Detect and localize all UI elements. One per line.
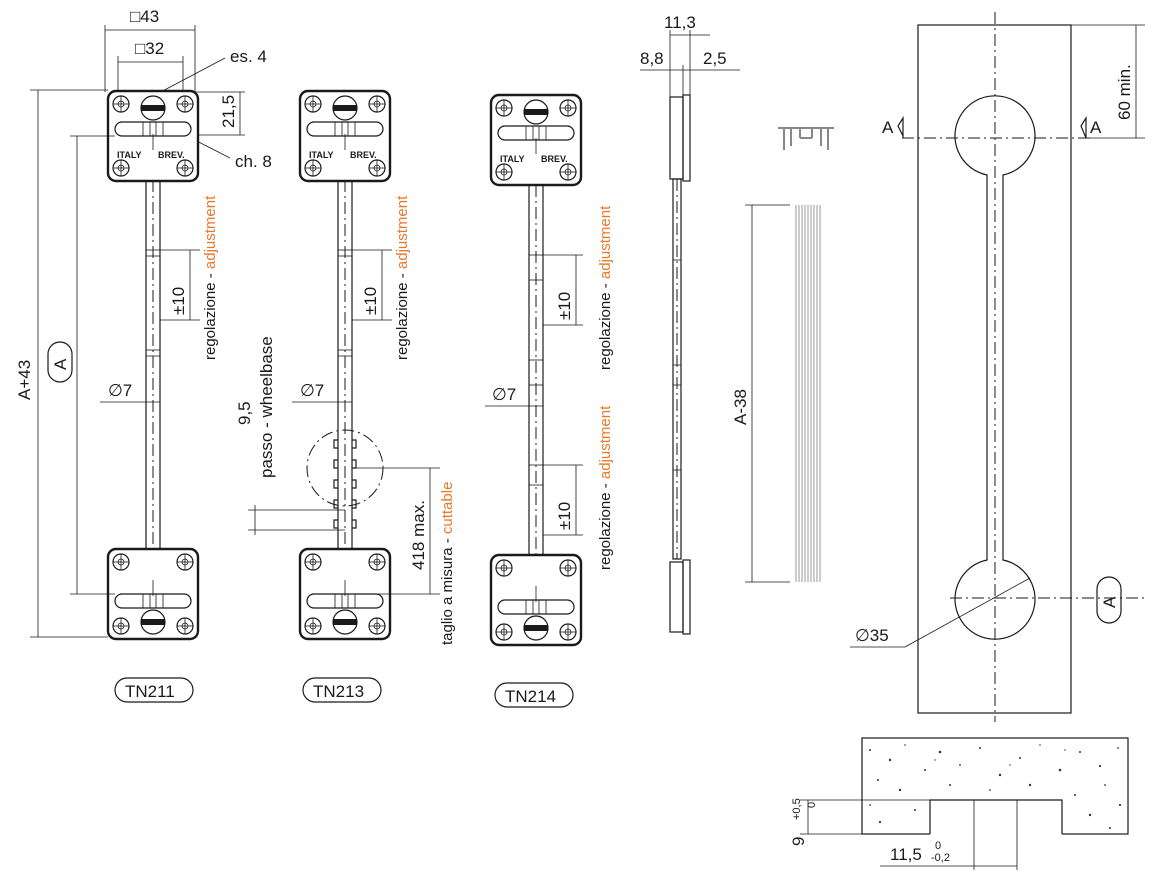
dim-9: 9 [789, 837, 808, 846]
adjustment-label: regolazione - adjustment [597, 205, 614, 370]
dim-pm10: ±10 [361, 287, 380, 315]
side-view: 11,3 8,8 2,5 [640, 13, 740, 635]
dim-ch8: ch. 8 [235, 152, 272, 171]
dim-a-plan: A [1100, 596, 1119, 608]
dim-a43: A+43 [15, 360, 34, 400]
adjustment-label: regolazione - adjustment [202, 195, 219, 360]
tn214-drawing: ITALY BREV. ±10 regolazione - adjustment… [485, 95, 614, 708]
section-a-right: A [1090, 118, 1102, 137]
routing-plan: A A 60 min. A ∅35 [850, 12, 1145, 722]
dim-2-5: 2,5 [703, 49, 727, 68]
dim-11-5: 11,5 [890, 845, 922, 864]
dim-9-tol-up: +0,5 [791, 798, 803, 820]
dim-a-badge: A [51, 358, 70, 370]
dim-pm10: ±10 [169, 287, 188, 315]
plate-brev: BREV. [158, 150, 185, 160]
dim-8-8: 8,8 [640, 49, 664, 68]
dim-phi35: ∅35 [855, 626, 889, 645]
adjustment-label-b: regolazione - adjustment [597, 405, 614, 570]
dim-es4: es. 4 [230, 47, 267, 66]
dim-phi7: ∅7 [492, 385, 516, 404]
dim-a-38: A-38 [731, 389, 750, 425]
plate-brev: BREV. [541, 154, 568, 164]
wheelbase-label: passo - wheelbase [257, 336, 276, 478]
model-tn213: TN213 [313, 682, 364, 701]
dim-32: □32 [135, 39, 164, 58]
adjustment-label: regolazione - adjustment [394, 195, 411, 360]
profile-section: A-38 [731, 127, 834, 583]
dim-phi7: ∅7 [108, 381, 132, 400]
section-aa: 9 +0,5 0 11,5 0 -0,2 [789, 737, 1129, 870]
dim-9-tol-lo: 0 [806, 802, 818, 808]
tn213-drawing: ITALY BREV. ±10 regolazione - adjustment… [235, 91, 456, 703]
cuttable-label: taglio a misura - cuttable [439, 482, 456, 645]
dim-11-5-tol-lo: -0,2 [931, 852, 950, 864]
plate-italy: ITALY [500, 154, 525, 164]
dim-11-3: 11,3 [664, 13, 696, 32]
tn211-drawing: □43 □32 es. 4 21,5 ch. 8 ITALY BREV. ±10… [15, 7, 272, 703]
dim-43: □43 [130, 7, 159, 26]
plate-italy: ITALY [117, 150, 142, 160]
material-grain [869, 744, 1122, 829]
dim-21-5: 21,5 [219, 95, 238, 128]
dim-11-5-tol-up: 0 [935, 840, 941, 852]
section-a-left: A [882, 118, 894, 137]
dim-9-5: 9,5 [235, 401, 254, 425]
dim-418-max: 418 max. [409, 500, 428, 570]
plate-italy: ITALY [309, 150, 334, 160]
dim-pm10: ±10 [555, 292, 574, 320]
dim-phi7: ∅7 [300, 381, 324, 400]
dim-60-min: 60 min. [1115, 64, 1134, 120]
plate-brev: BREV. [350, 150, 377, 160]
model-tn211: TN211 [125, 682, 175, 701]
dim-pm10-b: ±10 [555, 502, 574, 530]
model-tn214: TN214 [505, 687, 556, 706]
